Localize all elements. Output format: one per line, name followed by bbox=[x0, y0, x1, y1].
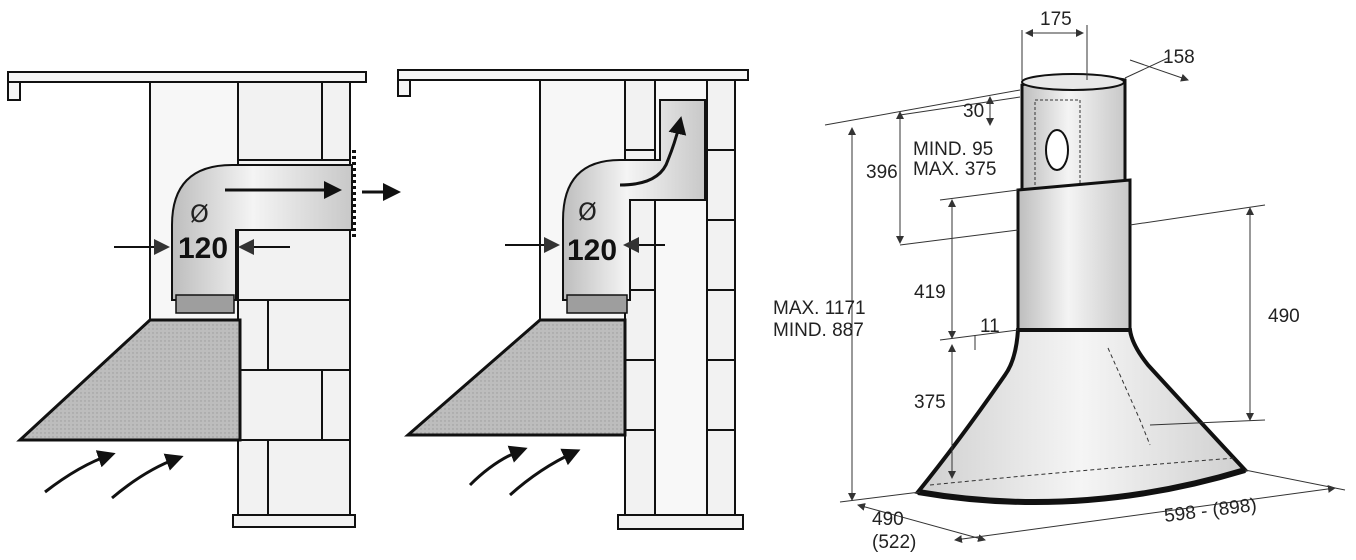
dim-490-bottom: 490 bbox=[872, 509, 904, 530]
duct-elbow bbox=[562, 99, 706, 301]
brick-wall bbox=[232, 81, 356, 528]
ceiling-slab bbox=[7, 71, 367, 83]
diameter-value: 120 bbox=[567, 234, 617, 267]
dim-max-375: MAX. 375 bbox=[913, 159, 996, 180]
hood-canopy bbox=[16, 318, 242, 442]
duct-elbow bbox=[171, 164, 353, 301]
dim-30: 30 bbox=[963, 101, 984, 122]
dim-width-range: 598 - (898) bbox=[1163, 495, 1258, 527]
diameter-value: 120 bbox=[178, 232, 228, 265]
dim-mind-95: MIND. 95 bbox=[913, 139, 993, 160]
dim-top-width: 175 bbox=[1040, 9, 1072, 30]
dim-mind-887: MIND. 887 bbox=[773, 320, 864, 341]
ceiling-slab bbox=[397, 69, 749, 81]
dim-490-right: 490 bbox=[1268, 306, 1300, 327]
middle-panel: Ø 120 bbox=[397, 69, 749, 530]
chimney-lower bbox=[1016, 178, 1132, 332]
dim-11: 11 bbox=[980, 316, 1000, 337]
dim-419: 419 bbox=[914, 282, 946, 303]
diameter-symbol: Ø bbox=[190, 200, 209, 228]
chimney-upper bbox=[1020, 74, 1127, 192]
hood-canopy bbox=[403, 318, 627, 437]
right-panel: 175 158 30 396 MIND. 95 MAX. 375 419 11 … bbox=[773, 9, 1346, 553]
dim-522: (522) bbox=[872, 532, 916, 553]
dim-396: 396 bbox=[866, 162, 898, 183]
dim-top-depth: 158 bbox=[1163, 47, 1195, 68]
left-panel: Ø 120 bbox=[7, 71, 401, 528]
diameter-symbol: Ø bbox=[578, 198, 597, 226]
dim-375: 375 bbox=[914, 392, 946, 413]
dim-max-1171: MAX. 1171 bbox=[773, 298, 866, 319]
hood-body bbox=[914, 328, 1249, 505]
